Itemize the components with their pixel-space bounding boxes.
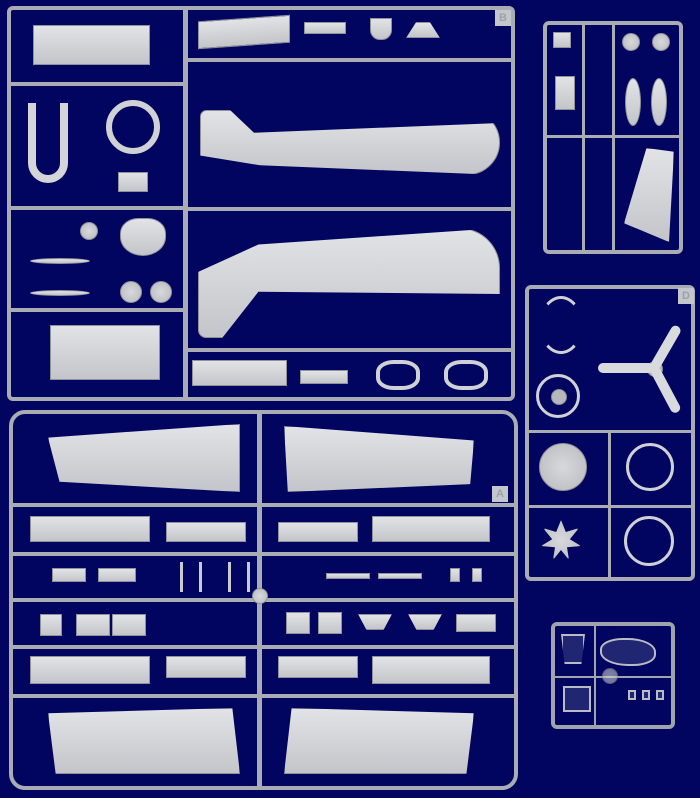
cowl-flap-part [444, 360, 488, 390]
windscreen-frame-part [28, 103, 68, 183]
sprue-a-rail [9, 645, 518, 649]
firewall-part [120, 218, 166, 256]
windscreen-clear-part [561, 634, 585, 664]
wheel-part [80, 222, 98, 240]
aileron-part [166, 656, 246, 678]
strut-part [228, 562, 250, 592]
sprue-e-rail [594, 622, 596, 729]
antenna-part [30, 290, 90, 296]
strut-part [180, 562, 202, 592]
flap-part [372, 656, 490, 684]
gear-door-part [76, 614, 110, 636]
tailwheel-door-part [318, 612, 342, 634]
gear-door-part [112, 614, 146, 636]
sprue-gate-hub [602, 668, 618, 684]
sprue-b [7, 6, 515, 401]
light-lens-clear-part [642, 690, 650, 700]
gear-door-part [40, 614, 62, 636]
canopy-clear-part [600, 638, 656, 666]
light-lens-clear-part [656, 690, 664, 700]
gear-leg-part [98, 568, 136, 582]
rudder-part [192, 360, 287, 386]
engine-front-row-part [536, 374, 580, 418]
aileron-part [278, 522, 358, 542]
wheel-part [120, 281, 142, 303]
sprue-gate-hub [252, 588, 268, 604]
lower-wing-left [48, 708, 240, 774]
sprue-b-rail [188, 207, 515, 211]
sprue-a-rail [9, 694, 518, 698]
cowling-support-ring [539, 296, 583, 354]
wheel-part [622, 33, 640, 51]
wheel-part [150, 281, 172, 303]
sprue-e-clear [551, 622, 675, 729]
engine-backplate-part [539, 443, 587, 491]
antenna-part [30, 258, 90, 264]
seat-part [370, 18, 392, 40]
engine-part [118, 172, 148, 192]
rod-part [378, 573, 422, 579]
sprue-b-rail [7, 82, 183, 86]
sprue-a-rail [9, 552, 518, 556]
cowl-flap-part [376, 360, 420, 390]
bracket-part [472, 568, 482, 582]
cockpit-tub-part [33, 25, 150, 65]
wheel-part [652, 33, 670, 51]
rocket-rail-part [456, 614, 496, 632]
gear-leg-part [52, 568, 86, 582]
instrument-panel-part [553, 32, 571, 48]
engine-mount-part [50, 325, 160, 380]
sprue-c-rail [543, 135, 683, 138]
engine-mount-ring [624, 516, 674, 566]
rear-canopy-clear-part [563, 686, 591, 712]
exhaust-collector-ring [626, 443, 674, 491]
sprue-d-rail [608, 433, 611, 581]
aileron-part [278, 656, 358, 678]
sprue-label-b: B [495, 10, 511, 26]
flap-part [30, 656, 150, 684]
sprue-b-rail [188, 58, 515, 62]
aileron-part [166, 522, 246, 542]
lower-wing-right [284, 708, 474, 774]
sprue-label-d: D [678, 288, 694, 304]
light-lens-clear-part [628, 690, 636, 700]
cowling-ring-part [106, 100, 160, 154]
rod-part [326, 573, 370, 579]
sprue-b-rail [188, 348, 515, 352]
sprue-b-rail [7, 206, 183, 210]
sprue-a-rail [9, 503, 518, 507]
sprue-label-a: A [492, 486, 508, 502]
drop-tank-part [651, 78, 667, 126]
sprue-b-rail [183, 6, 188, 401]
sprue-d-rail [525, 430, 695, 433]
tailwheel-door-part [286, 612, 310, 634]
bracket-part [450, 568, 460, 582]
propeller-blade [598, 363, 654, 373]
elevator-part [304, 22, 346, 34]
flap-part [30, 516, 150, 542]
drop-tank-part [625, 78, 641, 126]
sprue-b-rail [7, 308, 183, 312]
elevator-part [300, 370, 348, 384]
flap-part [372, 516, 490, 542]
engine-hub [551, 389, 567, 405]
headrest-part [555, 76, 575, 110]
